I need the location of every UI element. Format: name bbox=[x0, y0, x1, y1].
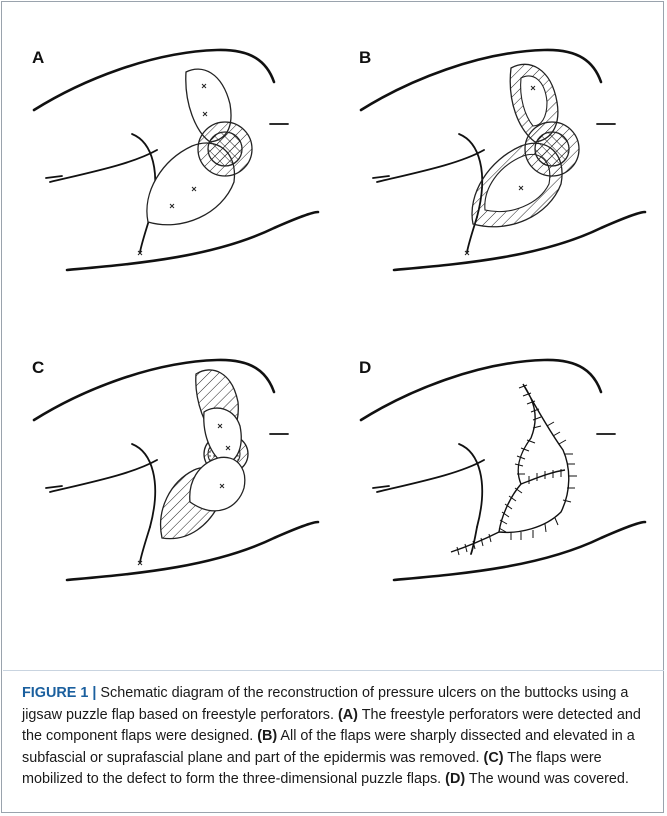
caption-item-a-tag: (A) bbox=[338, 707, 358, 723]
upper-body-contour bbox=[34, 50, 274, 110]
lower-body-contour bbox=[394, 522, 645, 580]
mark-short-line-2 bbox=[46, 176, 62, 178]
panel-a-drawing bbox=[12, 32, 330, 332]
panel-c: C bbox=[12, 342, 330, 642]
caption-item-d-tag: (D) bbox=[445, 771, 465, 787]
caption-figure-label: FIGURE 1 | bbox=[22, 685, 96, 701]
mark-short-line-2 bbox=[46, 486, 62, 488]
defect-inner-crosshatched bbox=[208, 132, 242, 166]
lower-curve bbox=[471, 527, 477, 554]
caption-item-d-text: The wound was covered. bbox=[469, 771, 629, 787]
caption-item-c-tag: (C) bbox=[484, 750, 504, 766]
suture-ticks bbox=[457, 385, 577, 555]
thigh-line bbox=[50, 150, 157, 182]
panel-c-drawing bbox=[12, 342, 330, 642]
lower-flap-moved bbox=[190, 457, 245, 511]
defect-inner-crosshatched bbox=[535, 132, 569, 166]
gluteal-curve bbox=[132, 444, 155, 527]
thigh-line bbox=[377, 460, 484, 492]
thigh-line bbox=[377, 150, 484, 182]
panel-a: A bbox=[12, 32, 330, 332]
panel-d: D bbox=[339, 342, 657, 642]
panel-d-drawing bbox=[339, 342, 657, 642]
panel-b-drawing bbox=[339, 32, 657, 332]
tail-line bbox=[140, 527, 150, 562]
upper-body-contour bbox=[361, 50, 601, 110]
upper-body-contour bbox=[361, 360, 601, 420]
mark-short-line-2 bbox=[373, 486, 389, 488]
gluteal-curve bbox=[459, 444, 482, 527]
caption-divider bbox=[3, 670, 664, 671]
panel-b: B bbox=[339, 32, 657, 332]
thigh-line bbox=[50, 460, 157, 492]
mark-short-line-2 bbox=[373, 176, 389, 178]
figure-caption: FIGURE 1 | Schematic diagram of the reco… bbox=[22, 683, 652, 791]
caption-item-b-tag: (B) bbox=[257, 728, 277, 744]
